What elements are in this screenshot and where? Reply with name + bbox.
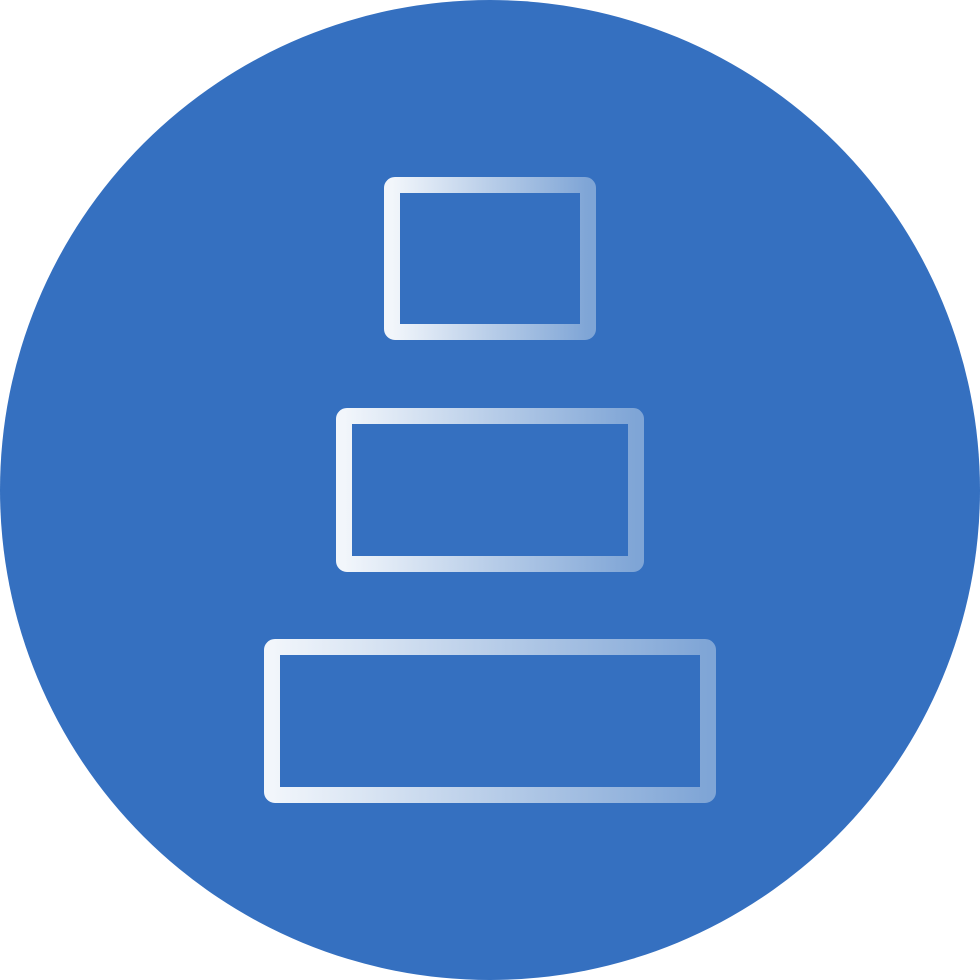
bottom-box xyxy=(264,639,716,803)
